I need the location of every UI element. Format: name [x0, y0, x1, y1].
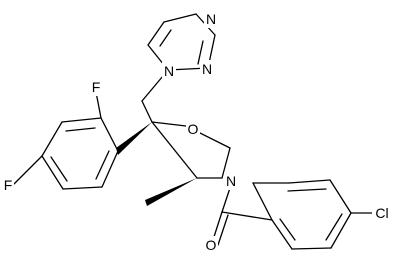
bond	[151, 121, 187, 127]
bond	[217, 214, 229, 246]
bond	[221, 147, 231, 179]
bond	[279, 218, 296, 241]
carbonyl-oxygen: O	[206, 237, 217, 253]
fluorine-para: F	[4, 177, 13, 193]
triazole-nitrogen-right: N	[202, 61, 212, 77]
ring-oxygen: O	[188, 121, 199, 137]
bond	[101, 150, 119, 188]
bond	[100, 117, 119, 152]
bond	[151, 121, 198, 179]
chlorine: Cl	[375, 205, 388, 221]
difluorophenyl-ring	[13, 91, 152, 190]
triazole-nitrogen-top: N	[206, 11, 216, 27]
methyl-wedge-bond	[145, 178, 197, 206]
bond	[163, 13, 197, 23]
bond	[252, 182, 273, 221]
bond	[271, 219, 293, 250]
bond	[50, 156, 68, 182]
bond	[325, 213, 343, 241]
bond	[41, 121, 63, 157]
bond	[330, 212, 352, 249]
triazole-nitrogen-linked: N	[164, 63, 174, 79]
bond	[13, 155, 43, 185]
bond	[95, 91, 102, 119]
bond	[197, 40, 204, 65]
bond	[221, 211, 273, 221]
chlorophenyl-ring	[252, 179, 373, 250]
bond	[288, 179, 331, 184]
bond	[329, 179, 352, 214]
bond	[141, 100, 153, 123]
bond	[41, 155, 64, 190]
bond	[159, 29, 172, 47]
ring-nitrogen: N	[226, 173, 236, 189]
bond	[61, 117, 102, 123]
bond	[287, 188, 327, 192]
aryl-wedge-bond	[116, 122, 152, 155]
fluorine-ortho: F	[92, 79, 101, 95]
bond	[62, 186, 103, 190]
bond	[65, 127, 96, 132]
bond	[221, 187, 231, 213]
bond	[291, 247, 332, 250]
atom-labels: N N N O N O F F Cl	[2, 10, 392, 254]
bond	[147, 21, 165, 46]
bond	[95, 150, 110, 180]
